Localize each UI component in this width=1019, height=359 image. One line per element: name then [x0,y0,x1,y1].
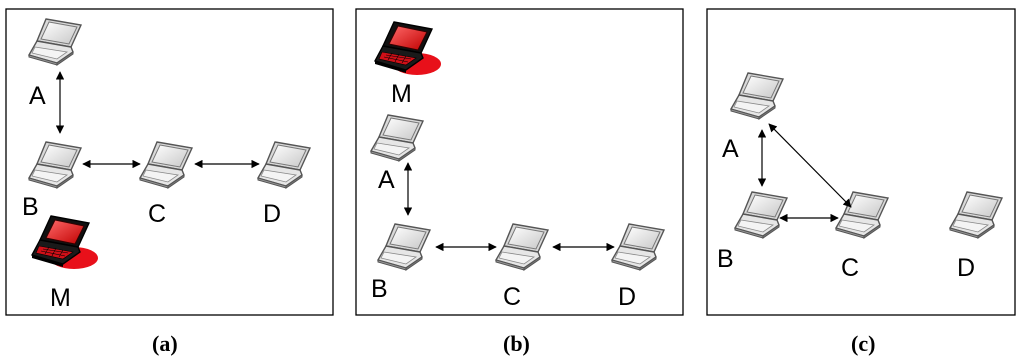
laptop-icon [370,114,424,162]
malicious-laptop-icon [31,215,99,270]
node-label-C: C [148,200,166,228]
panel-c-border [706,8,1016,316]
laptop-icon [730,72,784,120]
panel-caption-a: (a) [152,331,178,356]
node-label-D: D [618,283,636,311]
node-label-B: B [371,275,388,303]
node-label-A: A [29,82,46,110]
panel-c: A B C D (c) [706,8,1016,356]
node-label-D: D [263,200,281,228]
node-label-C: C [841,254,859,282]
link-A-C [768,123,852,208]
laptop-icon [28,18,82,66]
node-label-M: M [391,80,412,108]
node-label-B: B [717,245,734,273]
malicious-laptop-icon [374,21,442,76]
node-label-B: B [22,193,39,221]
laptop-icon [28,141,82,189]
node-label-D: D [957,254,975,282]
laptop-icon [377,223,431,271]
panel-b: M A B C D (b) [355,8,684,356]
node-label-C: C [503,283,521,311]
node-label-A: A [722,135,739,163]
node-label-A: A [378,166,395,194]
panel-a-border [5,8,334,316]
panel-caption-c: (c) [851,331,875,356]
panel-b-border [355,8,684,316]
laptop-icon [139,141,193,189]
node-label-M: M [50,284,71,312]
laptop-icon [257,141,311,189]
panel-a: A B C D M (a) [5,8,334,356]
panel-caption-b: (b) [503,331,530,356]
laptop-icon [611,223,665,271]
laptop-icon [949,191,1003,239]
laptop-icon [734,191,788,239]
laptop-icon [495,223,549,271]
